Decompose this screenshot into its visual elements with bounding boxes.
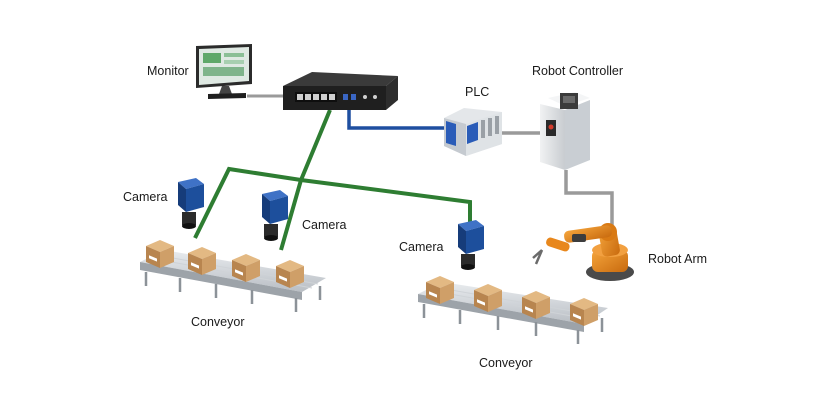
- plc-link: [347, 110, 445, 130]
- robot-link: [564, 170, 614, 238]
- camera-3-device: [458, 220, 484, 270]
- camera-2-device: [262, 190, 288, 241]
- conveyor-1-boxes: [146, 240, 304, 288]
- connections: [193, 94, 614, 251]
- monitor-label: Monitor: [147, 64, 189, 78]
- camera-1-device: [178, 178, 204, 229]
- conveyor-2-label: Conveyor: [479, 356, 533, 370]
- robot-controller-device: [540, 92, 590, 170]
- conveyor-1-label: Conveyor: [191, 315, 245, 329]
- robot-controller-label: Robot Controller: [532, 64, 624, 78]
- robot-arm-device: [532, 223, 634, 281]
- plc-device: [444, 108, 502, 156]
- monitor-device: [196, 44, 252, 99]
- network-switch: [283, 72, 398, 110]
- plc-label: PLC: [465, 85, 490, 99]
- camera-3-label: Camera: [399, 240, 444, 254]
- robot-arm-label: Robot Arm: [648, 252, 708, 266]
- conveyor-2-boxes: [426, 276, 598, 326]
- camera-2-label: Camera: [302, 218, 347, 232]
- ethernet-links: [193, 109, 472, 251]
- camera-1-label: Camera: [123, 190, 168, 204]
